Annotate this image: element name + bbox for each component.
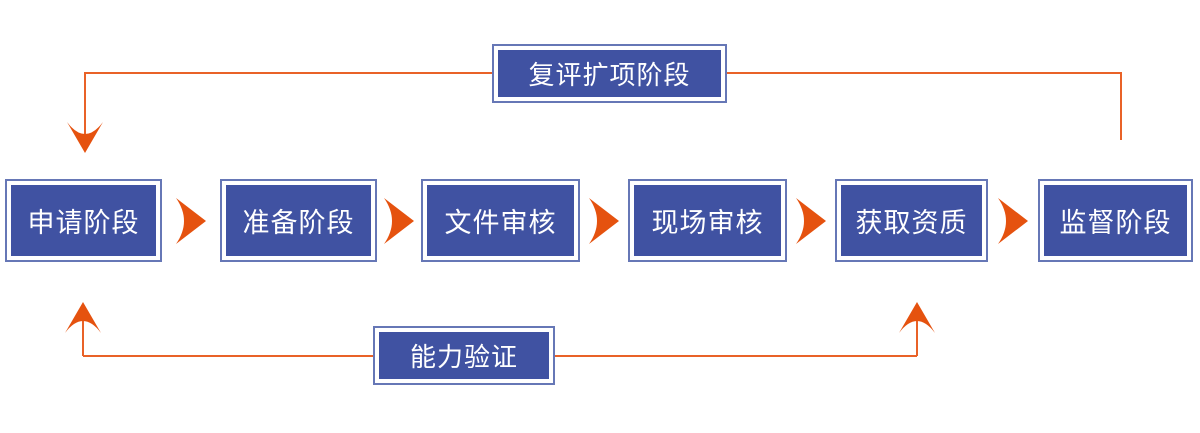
arrowhead-up-left-icon bbox=[63, 302, 103, 333]
flow-chevron-icon bbox=[176, 198, 206, 244]
arrowhead-down-icon bbox=[65, 122, 105, 153]
connector-top-right-vertical-line bbox=[1120, 72, 1122, 140]
step-box-application: 申请阶段 bbox=[5, 179, 162, 262]
connector-bottom-right-vertical-line bbox=[916, 318, 918, 356]
step-label-application: 申请阶段 bbox=[27, 208, 140, 239]
connector-bottom-left-vertical-line bbox=[82, 318, 84, 356]
step-label-preparation: 准备阶段 bbox=[242, 208, 355, 239]
step-box-onsite-review: 现场审核 bbox=[628, 179, 787, 262]
step-label-obtain-qualification: 获取资质 bbox=[855, 208, 968, 239]
flow-chevron-icon bbox=[589, 198, 619, 244]
step-box-obtain-qualification: 获取资质 bbox=[835, 179, 988, 262]
connector-top-left-vertical-line bbox=[84, 72, 86, 136]
step-label-onsite-review: 现场审核 bbox=[651, 208, 764, 239]
flow-chevron-icon bbox=[384, 198, 414, 244]
proficiency-testing-label: 能力验证 bbox=[409, 343, 518, 373]
reassessment-expansion-box: 复评扩项阶段 bbox=[492, 44, 727, 103]
step-box-preparation: 准备阶段 bbox=[220, 179, 377, 262]
step-label-supervision: 监督阶段 bbox=[1059, 208, 1172, 239]
step-box-document-review: 文件审核 bbox=[421, 179, 580, 262]
proficiency-testing-box: 能力验证 bbox=[373, 326, 555, 385]
step-box-supervision: 监督阶段 bbox=[1038, 179, 1193, 262]
step-label-document-review: 文件审核 bbox=[444, 208, 557, 239]
reassessment-expansion-label: 复评扩项阶段 bbox=[528, 61, 691, 91]
flow-chevron-icon bbox=[998, 198, 1028, 244]
flow-chevron-icon bbox=[796, 198, 826, 244]
arrowhead-up-right-icon bbox=[897, 302, 937, 333]
